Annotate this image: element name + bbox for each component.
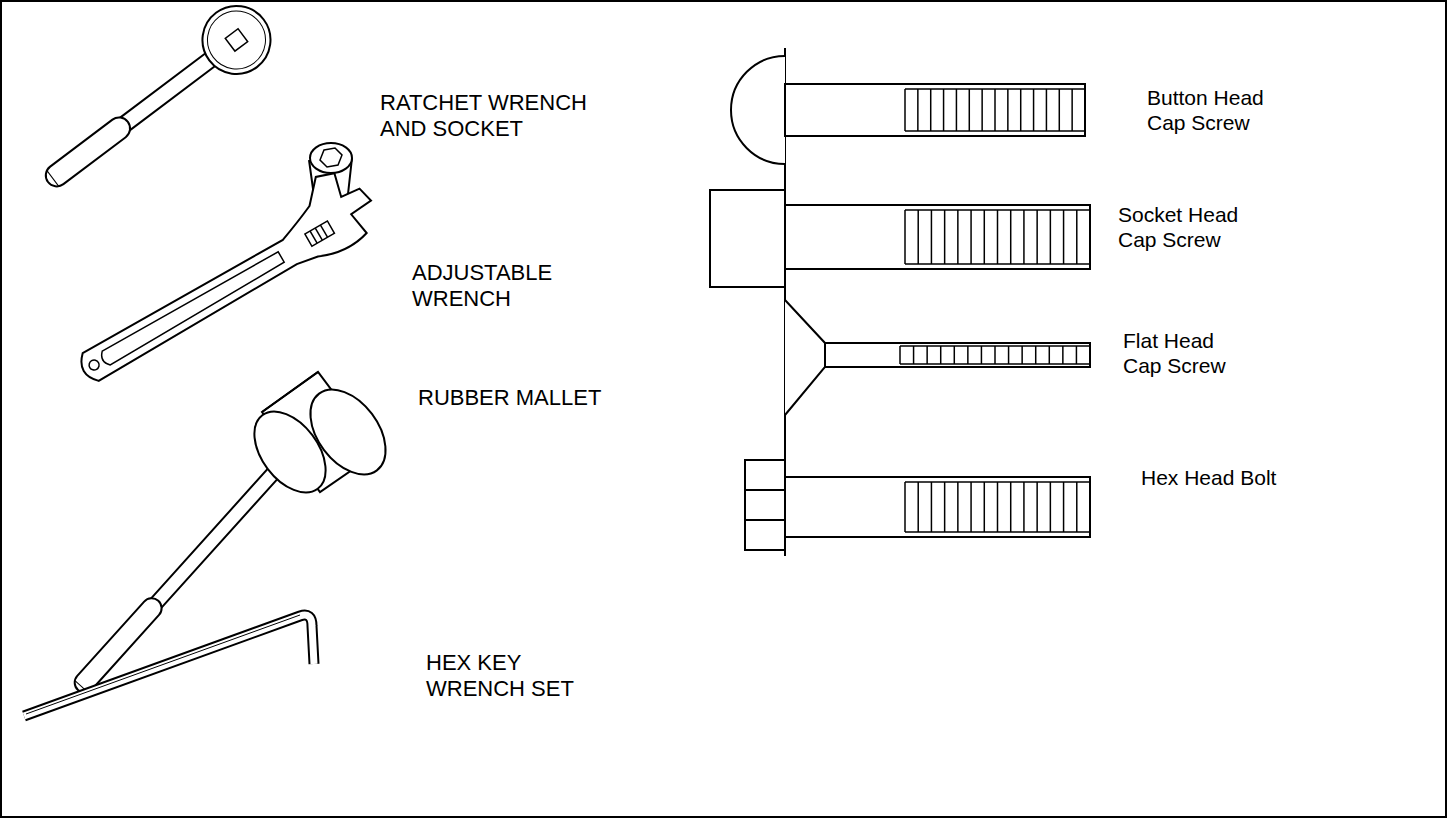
thread-line <box>1033 89 1035 131</box>
adjustable-wrench <box>58 159 386 393</box>
screws <box>710 56 1090 550</box>
thread-edge <box>900 345 1090 347</box>
thread-line <box>1020 89 1022 131</box>
thread-edge <box>905 130 1085 132</box>
thread-line <box>1062 346 1064 364</box>
thread-line <box>1076 482 1078 532</box>
thread-line <box>984 482 986 532</box>
thread-line <box>967 346 969 364</box>
thread-edge <box>905 481 1090 483</box>
thread-line <box>917 89 919 131</box>
thread-line <box>997 482 999 532</box>
thread-line <box>904 210 906 264</box>
thread-line <box>981 89 983 131</box>
mallet-head <box>240 372 401 506</box>
thread-line <box>931 482 933 532</box>
thread-line <box>970 210 972 264</box>
thread-line <box>1010 482 1012 532</box>
thread-edge <box>905 531 1090 533</box>
hex-shank <box>785 477 1090 537</box>
thread-line <box>1007 89 1009 131</box>
thread-line <box>1089 210 1091 264</box>
thread-line <box>1063 482 1065 532</box>
thread-line <box>1084 89 1086 131</box>
thread-line <box>1046 89 1048 131</box>
screw-label: Hex Head Bolt <box>1141 466 1276 491</box>
thread-line <box>1050 482 1052 532</box>
thread-edge <box>905 263 1090 265</box>
tool-label: RUBBER MALLET <box>418 385 601 411</box>
screw-label: Button Head Cap Screw <box>1147 86 1275 136</box>
thread-line <box>940 346 942 364</box>
thread-line <box>1023 210 1025 264</box>
thread-line <box>904 482 906 532</box>
thread-line <box>1021 346 1023 364</box>
thread-line <box>917 210 919 264</box>
ratchet-wrench <box>28 0 285 209</box>
tool-label: RATCHET WRENCH AND SOCKET <box>380 90 610 142</box>
thread-line <box>1076 210 1078 264</box>
screw-label: Flat Head Cap Screw <box>1123 329 1251 379</box>
socket-head <box>710 190 785 287</box>
thread-line <box>1010 210 1012 264</box>
thread-line <box>1089 482 1091 532</box>
thread-line <box>956 89 958 131</box>
thread-line <box>1050 210 1052 264</box>
thread-line <box>957 482 959 532</box>
thread-line <box>1036 210 1038 264</box>
thread-line <box>997 210 999 264</box>
thread-line <box>994 89 996 131</box>
thread-line <box>957 210 959 264</box>
socket-shank <box>785 205 1090 269</box>
thread-line <box>913 346 915 364</box>
thread-edge <box>905 88 1085 90</box>
threads <box>900 89 1090 532</box>
thread-line <box>1059 89 1061 131</box>
flat-shank <box>825 343 1090 367</box>
thread-line <box>943 89 945 131</box>
thread-line <box>1035 346 1037 364</box>
thread-line <box>1036 482 1038 532</box>
thread-line <box>1071 89 1073 131</box>
hex-key <box>24 615 314 716</box>
thread-line <box>926 346 928 364</box>
tool-label: ADJUSTABLE WRENCH <box>412 260 572 312</box>
thread-line <box>981 346 983 364</box>
screw-label: Socket Head Cap Screw <box>1118 203 1246 253</box>
thread-line <box>1089 346 1091 364</box>
hex-head <box>745 460 785 550</box>
thread-edge <box>900 363 1090 365</box>
thread-line <box>954 346 956 364</box>
thread-line <box>899 346 901 364</box>
thread-line <box>944 482 946 532</box>
thread-line <box>944 210 946 264</box>
thread-line <box>994 346 996 364</box>
button-head <box>731 56 785 164</box>
thread-line <box>1076 346 1078 364</box>
thread-line <box>1049 346 1051 364</box>
thread-line <box>904 89 906 131</box>
tool-label: HEX KEY WRENCH SET <box>426 650 596 702</box>
thread-line <box>1063 210 1065 264</box>
thread-line <box>930 89 932 131</box>
thread-line <box>969 89 971 131</box>
thread-line <box>931 210 933 264</box>
thread-line <box>970 482 972 532</box>
flat-head <box>785 300 825 415</box>
thread-line <box>984 210 986 264</box>
thread-edge <box>905 209 1090 211</box>
thread-line <box>1023 482 1025 532</box>
button-shank <box>785 84 1085 136</box>
thread-line <box>917 482 919 532</box>
thread-line <box>1008 346 1010 364</box>
